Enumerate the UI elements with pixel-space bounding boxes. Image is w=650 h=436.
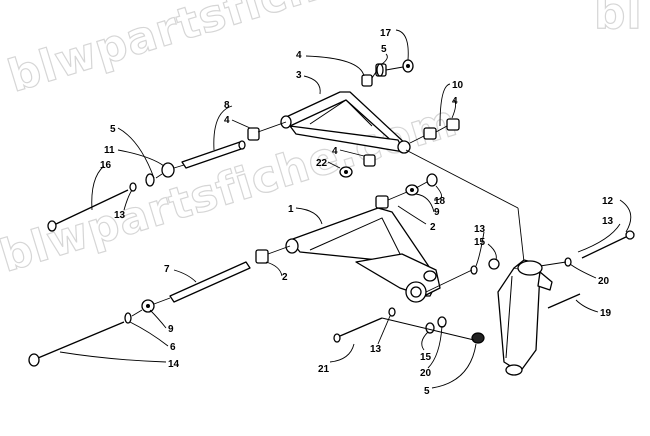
callout-leaders (59, 29, 632, 389)
bushing-15-shock (488, 258, 500, 270)
pin-19 (547, 293, 581, 309)
callout-5-left: 5 (110, 124, 116, 135)
callout-12: 12 (602, 196, 614, 207)
bushing-4-front (423, 127, 437, 140)
bushing-4-lower (363, 154, 376, 167)
callout-4-left: 4 (224, 115, 230, 126)
callout-22: 22 (316, 158, 328, 169)
shaft-7 (169, 261, 251, 303)
callout-5-lower: 5 (424, 386, 430, 397)
callout-19: 19 (600, 308, 612, 319)
callout-11: 11 (104, 145, 115, 156)
callout-8: 8 (224, 100, 230, 111)
nut-11 (161, 162, 175, 178)
bolt-14 (37, 321, 125, 359)
watermark-corner: bl (594, 0, 643, 39)
callout-4-lower: 4 (332, 146, 338, 157)
lower-a-arm (285, 207, 441, 303)
callout-20-right: 20 (598, 276, 610, 287)
lower-hardware (28, 173, 635, 367)
bushing-4-rear (247, 127, 260, 141)
bolt-12 (581, 235, 629, 259)
washer-15-lower (425, 322, 435, 334)
callout-17: 17 (380, 28, 392, 39)
callout-20-lower: 20 (420, 368, 432, 379)
bushing-10 (446, 118, 460, 131)
watermark-upper: blwpartsfiche.com (2, 0, 471, 103)
callout-7: 7 (164, 264, 170, 275)
washer-13-lower (388, 307, 396, 317)
callout-3: 3 (296, 70, 302, 81)
washer-5-left (145, 173, 155, 187)
callout-6: 6 (170, 342, 176, 353)
callout-13-left: 13 (114, 210, 126, 221)
callout-2-lower: 2 (282, 272, 288, 283)
bushing-4-upper (361, 74, 373, 87)
bushing-2-upper (375, 195, 389, 209)
washer-6 (124, 312, 132, 324)
shock-absorber (497, 259, 553, 376)
callout-16: 16 (100, 160, 112, 171)
washer-13-left (129, 182, 137, 192)
callout-18: 18 (434, 196, 446, 207)
callout-13-right: 13 (602, 216, 614, 227)
callout-9-lower: 9 (168, 324, 174, 335)
nut-18 (426, 173, 438, 187)
callout-10: 10 (452, 80, 464, 91)
callout-15-lower: 15 (420, 352, 432, 363)
callout-9-top: 9 (434, 207, 440, 218)
callout-5-top: 5 (381, 44, 387, 55)
callout-4-top: 4 (296, 50, 302, 61)
washer-20-lower (437, 316, 447, 328)
bushing-2-lower (255, 249, 269, 264)
callout-1: 1 (288, 204, 294, 215)
callout-2-top: 2 (430, 222, 436, 233)
bolt-21 (339, 317, 383, 337)
callout-14: 14 (168, 359, 180, 370)
nut-5-lower (471, 332, 485, 344)
callout-13-shock: 13 (474, 224, 486, 235)
callout-4-right: 4 (452, 96, 458, 107)
callout-15-shock: 15 (474, 237, 486, 248)
callout-13-lower: 13 (370, 344, 382, 355)
callout-21: 21 (318, 364, 330, 375)
callout-labels: 17 5 4 3 10 4 8 4 5 11 16 13 4 22 1 18 9… (100, 28, 614, 397)
